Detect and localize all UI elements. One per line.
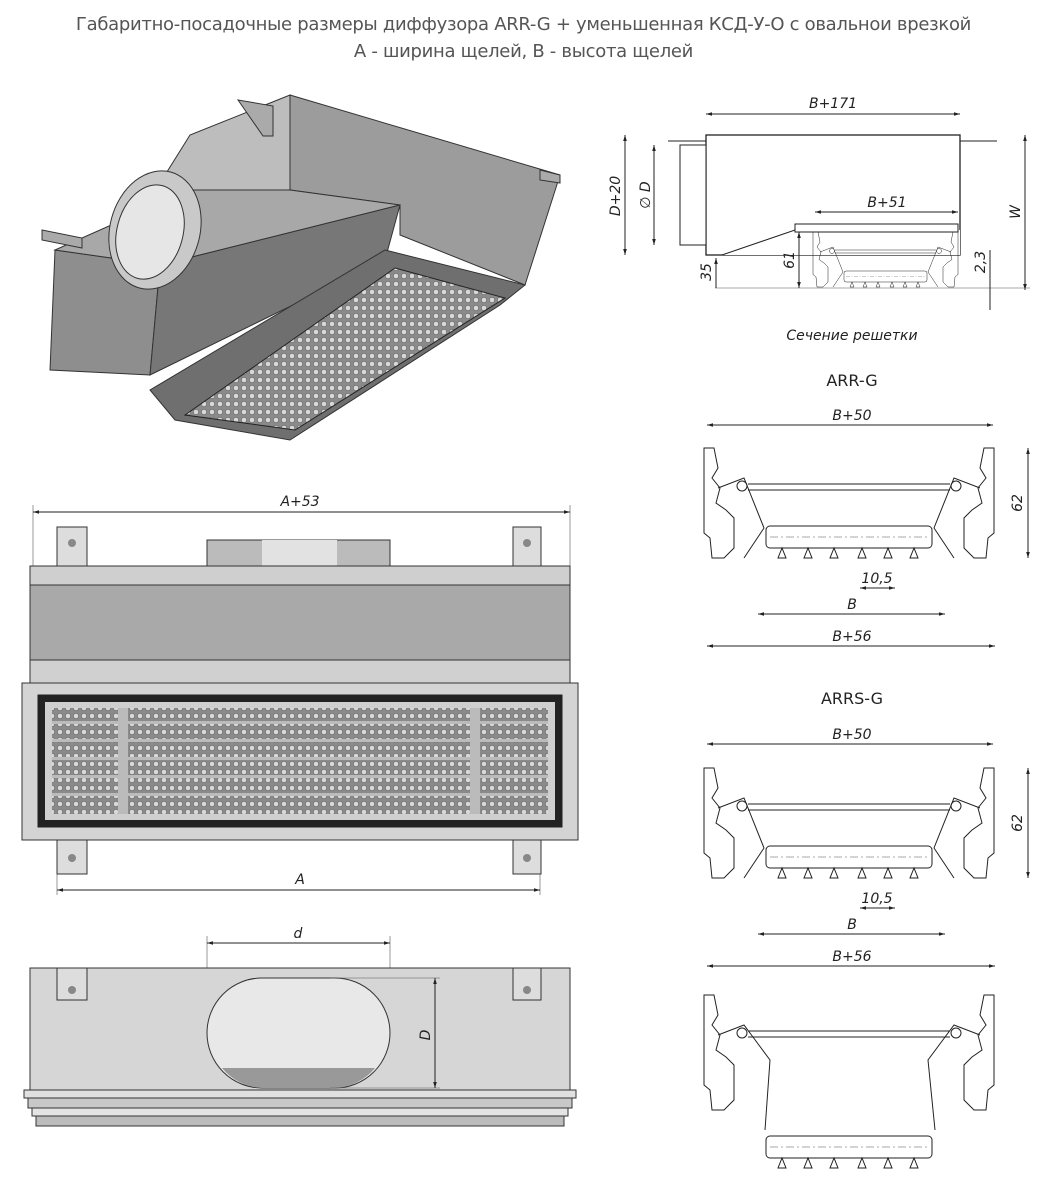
dim-2-3: 2,3 bbox=[973, 251, 989, 273]
dim-61: 61 bbox=[782, 251, 798, 269]
dim-62: 62 bbox=[1010, 494, 1026, 512]
dim-d-plus-20: D+20 bbox=[608, 176, 624, 216]
side-section-view: B+171 B+51 D+20 ∅ D W 35 61 2,3 Сечение … bbox=[608, 96, 1030, 344]
isometric-view bbox=[41, 94, 561, 441]
front-view: A+53 A bbox=[21, 494, 579, 895]
dim-b-plus-56: B+56 bbox=[832, 949, 871, 965]
dim-diameter-d: ∅ D bbox=[638, 181, 654, 209]
section-caption: Сечение решетки bbox=[786, 328, 917, 344]
arr-g-title: ARR-G bbox=[826, 371, 877, 390]
dim-D: D bbox=[418, 1029, 434, 1040]
drawing-title: Габаритно-посадочные размеры диффузора A… bbox=[75, 14, 972, 35]
dim-w: W bbox=[1008, 204, 1024, 219]
bottom-view: d D bbox=[23, 926, 577, 1127]
dim-35: 35 bbox=[699, 263, 715, 281]
dim-b: B bbox=[847, 917, 857, 933]
dim-a: A bbox=[294, 872, 305, 888]
dim-62: 62 bbox=[1010, 814, 1026, 832]
dim-b-plus-50: B+50 bbox=[832, 727, 871, 743]
arrs-g-title: ARRS-G bbox=[821, 689, 883, 708]
arr-g-section: ARR-G B+50 62 10,5 B B+56 bbox=[703, 371, 1030, 648]
arrs-g-section: ARRS-G B+50 62 10,5 B B+56 bbox=[703, 689, 1030, 968]
dim-pitch: 10,5 bbox=[861, 891, 892, 907]
dim-b: B bbox=[847, 597, 857, 613]
dim-b-plus-51: B+51 bbox=[867, 195, 906, 211]
drawing-subtitle: А - ширина щелей, В - высота щелей bbox=[353, 41, 694, 62]
dim-b-plus-56: B+56 bbox=[832, 629, 871, 645]
arrs-g-exploded-view bbox=[703, 994, 995, 1169]
dim-a-plus-53: A+53 bbox=[279, 494, 319, 510]
dim-pitch: 10,5 bbox=[861, 571, 892, 587]
dim-d: d bbox=[294, 926, 303, 942]
dim-b-plus-50: B+50 bbox=[832, 408, 871, 424]
dim-b-plus-171: B+171 bbox=[809, 96, 857, 112]
